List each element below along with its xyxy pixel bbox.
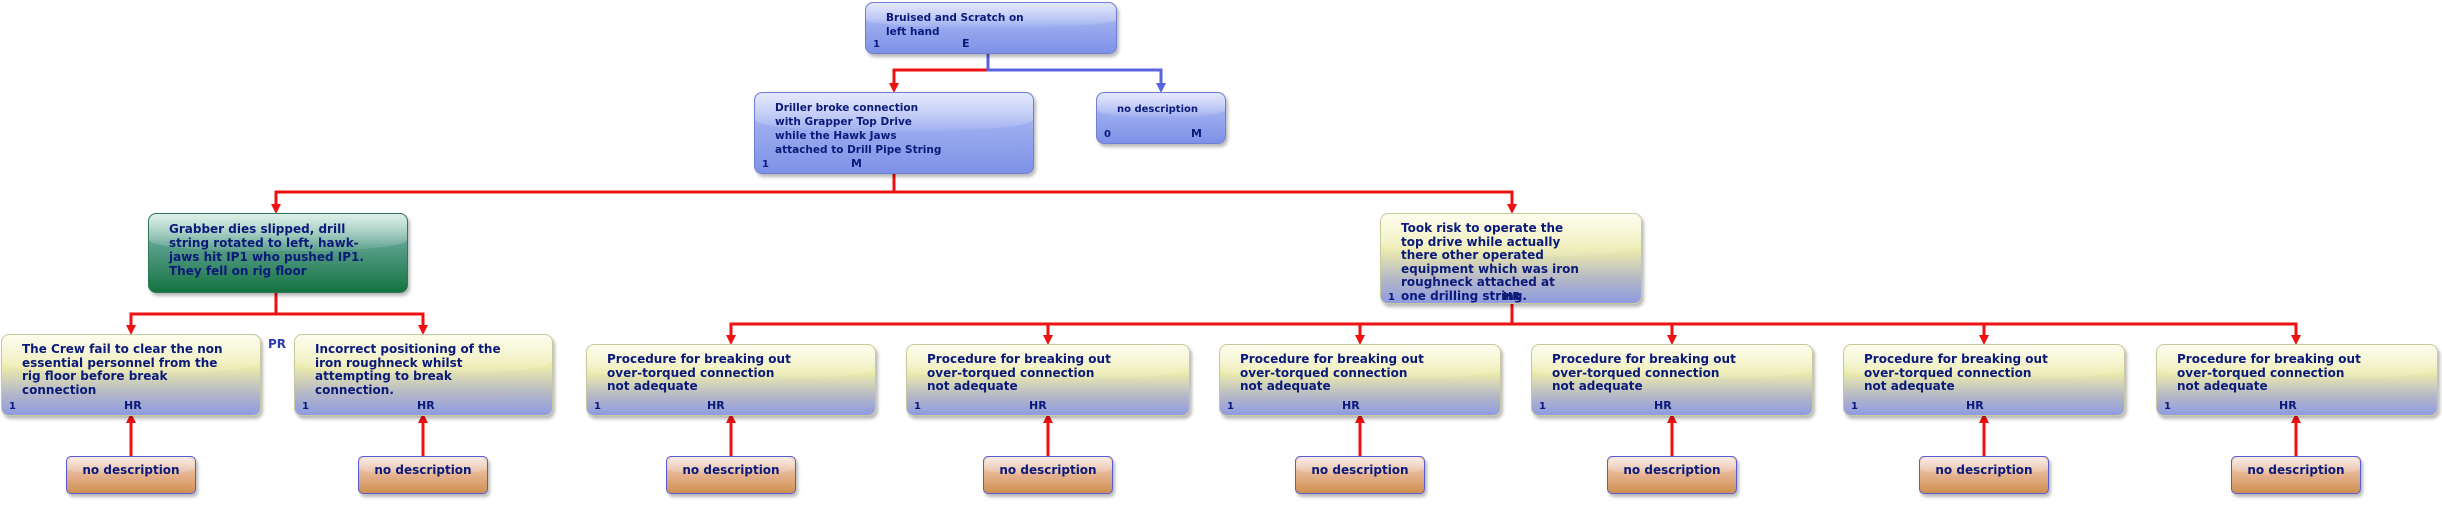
node-index: 1	[914, 401, 921, 412]
node-code: HR	[417, 399, 435, 412]
node-label: Procedure for breaking out over-torqued …	[607, 352, 791, 393]
node-procedure[interactable]: Procedure for breaking out over-torqued …	[1531, 344, 1813, 416]
node-label: Procedure for breaking out over-torqued …	[1240, 352, 1424, 393]
node-code: HR	[1654, 399, 1672, 412]
connector-risk-proc-4	[1510, 302, 1677, 345]
node-index: 1	[1388, 292, 1395, 303]
node-took-risk[interactable]: Took risk to operate the top drive while…	[1380, 213, 1642, 304]
node-root-event[interactable]: Bruised and Scratch on left hand 1 E	[865, 2, 1117, 54]
annotation-pr: PR	[268, 337, 287, 351]
node-label: no description	[1935, 463, 2033, 477]
connector-grabber-crew	[126, 291, 278, 335]
node-label: no description	[1311, 463, 1409, 477]
node-label: Grabber dies slipped, drill string rotat…	[169, 222, 364, 278]
node-no-description-leaf[interactable]: no description	[666, 456, 796, 494]
node-code: HR	[2279, 399, 2297, 412]
node-no-description-leaf[interactable]: no description	[1295, 456, 1425, 494]
node-label: Procedure for breaking out over-torqued …	[1864, 352, 2048, 393]
connector-grabber-iron	[274, 291, 428, 335]
node-label: no description	[2247, 463, 2345, 477]
node-procedure[interactable]: Procedure for breaking out over-torqued …	[1219, 344, 1501, 416]
node-no-description-leaf[interactable]: no description	[983, 456, 1113, 494]
node-no-description-leaf[interactable]: no description	[358, 456, 488, 494]
node-cause[interactable]: Driller broke connection with Grapper To…	[754, 92, 1034, 174]
node-label: Driller broke connection with Grapper To…	[775, 102, 942, 156]
node-code: HR	[707, 399, 725, 412]
node-label: no description	[999, 463, 1097, 477]
node-crew-fail[interactable]: The Crew fail to clear the non essential…	[1, 334, 261, 416]
node-code: HR	[1029, 399, 1047, 412]
node-index: 1	[1851, 401, 1858, 412]
node-no-description-leaf[interactable]: no description	[1919, 456, 2049, 494]
connector-risk-proc-1	[726, 302, 1514, 345]
node-procedure[interactable]: Procedure for breaking out over-torqued …	[1843, 344, 2125, 416]
node-index: 0	[1104, 129, 1111, 140]
connector-cause-risk	[892, 172, 1517, 214]
node-code: HR	[1342, 399, 1360, 412]
connector-cause-grabber	[271, 172, 896, 214]
connector-root-side	[986, 52, 1166, 93]
node-label: no description	[1623, 463, 1721, 477]
node-index: 1	[594, 401, 601, 412]
node-procedure[interactable]: Procedure for breaking out over-torqued …	[586, 344, 876, 416]
node-label: no description	[1117, 104, 1199, 115]
node-no-description-leaf[interactable]: no description	[2231, 456, 2361, 494]
node-index: 1	[302, 401, 309, 412]
node-iron-roughneck[interactable]: Incorrect positioning of the iron roughn…	[294, 334, 553, 416]
node-code: M	[1191, 127, 1202, 140]
node-label: Incorrect positioning of the iron roughn…	[315, 342, 501, 397]
node-label: Procedure for breaking out over-torqued …	[927, 352, 1111, 393]
node-index: 1	[762, 159, 769, 170]
node-code: M	[851, 157, 862, 170]
node-code: HR	[1503, 290, 1521, 303]
node-label: The Crew fail to clear the non essential…	[22, 342, 223, 397]
node-label: Bruised and Scratch on left hand	[886, 12, 1024, 38]
node-grabber[interactable]: Grabber dies slipped, drill string rotat…	[148, 213, 408, 293]
node-index: 1	[9, 401, 16, 412]
connector-risk-proc-2	[1043, 302, 1514, 345]
connector-root-cause	[889, 52, 990, 93]
node-label: no description	[82, 463, 180, 477]
node-code: E	[962, 37, 970, 50]
node-index: 1	[2164, 401, 2171, 412]
connector-risk-proc-6	[1510, 302, 2301, 345]
node-label: Procedure for breaking out over-torqued …	[1552, 352, 1736, 393]
connector-risk-proc-5	[1510, 302, 1989, 345]
node-label: Procedure for breaking out over-torqued …	[2177, 352, 2361, 393]
node-procedure[interactable]: Procedure for breaking out over-torqued …	[2156, 344, 2438, 416]
node-code: HR	[124, 399, 142, 412]
node-no-description-leaf[interactable]: no description	[1607, 456, 1737, 494]
node-procedure[interactable]: Procedure for breaking out over-torqued …	[906, 344, 1190, 416]
node-no-description-leaf[interactable]: no description	[66, 456, 196, 494]
node-label: no description	[374, 463, 472, 477]
connector-risk-proc-3	[1355, 302, 1514, 345]
node-no-description-side[interactable]: no description 0 M	[1096, 92, 1226, 144]
node-code: HR	[1966, 399, 1984, 412]
node-label: Took risk to operate the top drive while…	[1401, 221, 1579, 303]
node-index: 1	[1539, 401, 1546, 412]
node-label: no description	[682, 463, 780, 477]
node-index: 1	[873, 39, 880, 50]
node-index: 1	[1227, 401, 1234, 412]
